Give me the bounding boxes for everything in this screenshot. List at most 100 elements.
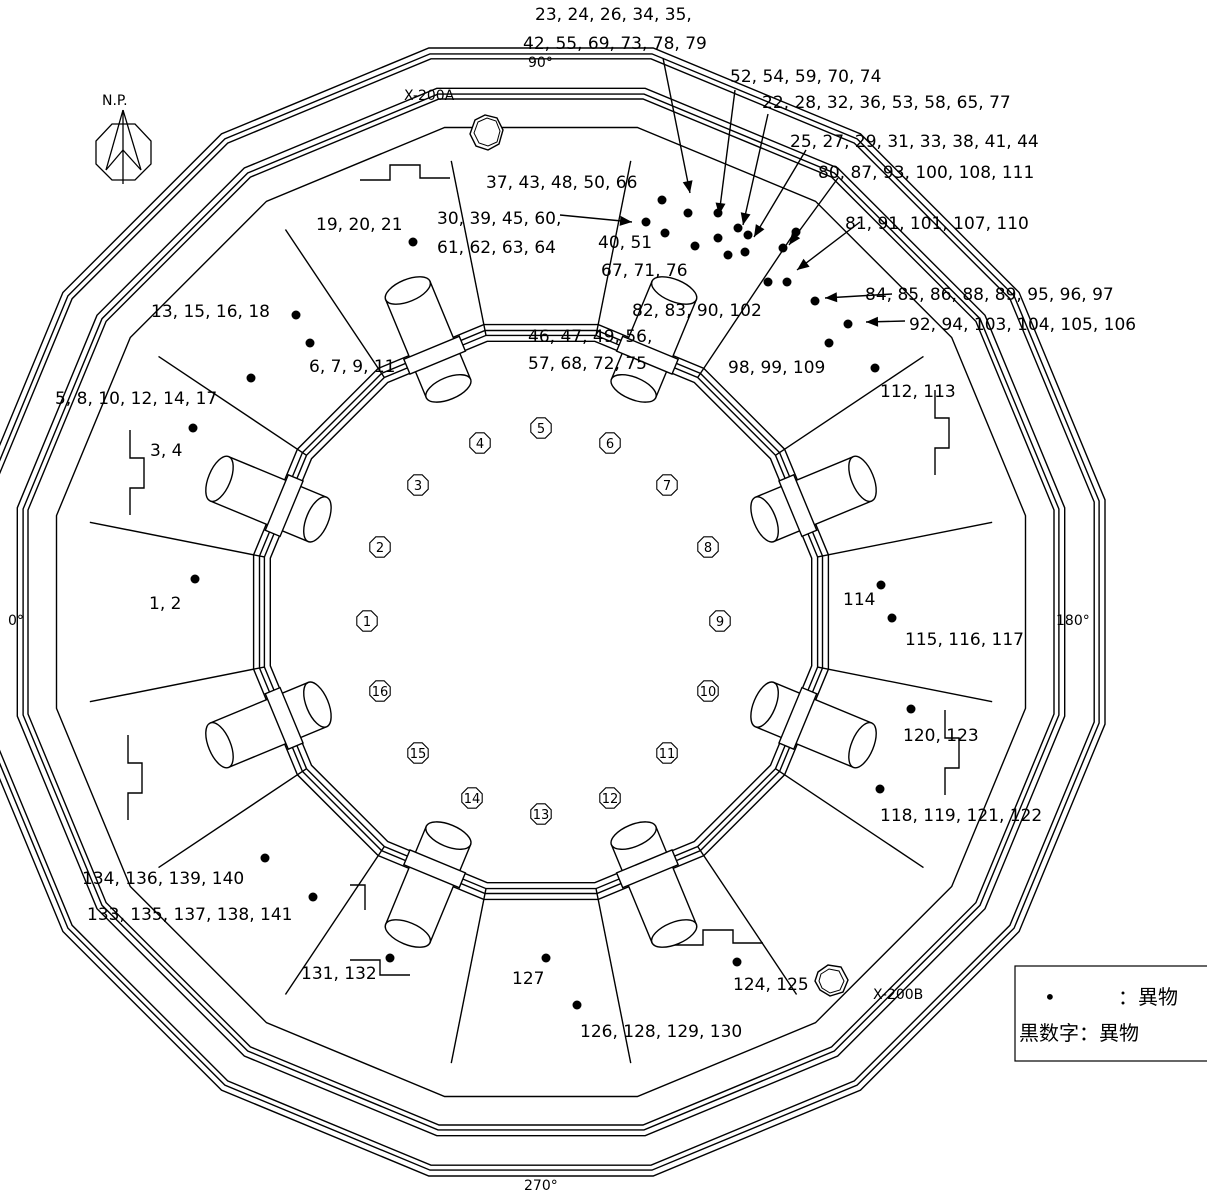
leader-arrow bbox=[796, 221, 861, 271]
sector-divider bbox=[817, 521, 993, 558]
sector-divider bbox=[89, 521, 265, 558]
sector-number: 3 bbox=[414, 479, 422, 494]
angle-180-label: 180° bbox=[1056, 613, 1090, 629]
sector-marker-2: 2 bbox=[369, 536, 391, 558]
nozzle-cylinder bbox=[610, 276, 698, 403]
legend: • ：異物 黒数字：異物 bbox=[1014, 965, 1207, 1062]
debris-dot bbox=[778, 243, 788, 253]
sector-divider bbox=[284, 229, 385, 378]
sector-marker-15: 15 bbox=[407, 742, 429, 764]
sector-divider-lines bbox=[89, 160, 993, 1064]
penetration-x200a-label: X-200A bbox=[404, 88, 455, 104]
debris-label: 46, 47, 49, 56, bbox=[528, 327, 652, 347]
nozzle-cylinder bbox=[750, 455, 877, 543]
debris-label: 5, 8, 10, 12, 14, 17 bbox=[55, 389, 217, 409]
debris-dot bbox=[683, 208, 693, 218]
sector-divider bbox=[697, 229, 798, 378]
debris-label: 37, 43, 48, 50, 66 bbox=[486, 173, 637, 193]
debris-dot bbox=[763, 277, 773, 287]
debris-dot bbox=[870, 363, 880, 373]
debris-label: 120, 123 bbox=[903, 726, 979, 746]
sector-number: 9 bbox=[716, 615, 724, 630]
legend-row-1: ：異物 bbox=[1118, 985, 1178, 1009]
angle-90-label: 90° bbox=[528, 55, 553, 71]
debris-dot bbox=[723, 250, 733, 260]
debris-dot bbox=[408, 237, 418, 247]
debris-dot bbox=[660, 228, 670, 238]
debris-dot bbox=[657, 195, 667, 205]
legend-dot-symbol: • bbox=[1044, 985, 1056, 1009]
debris-dot bbox=[740, 247, 750, 257]
debris-dot bbox=[887, 613, 897, 623]
debris-label: 81, 91, 101, 107, 110 bbox=[845, 214, 1029, 234]
sector-divider bbox=[697, 846, 798, 995]
leader-arrow bbox=[559, 214, 633, 226]
debris-label: 6, 7, 9, 11 bbox=[309, 357, 396, 377]
debris-label: 133, 135, 137, 138, 141 bbox=[87, 905, 292, 925]
sector-marker-4: 4 bbox=[469, 432, 491, 454]
debris-label: 80, 87, 93, 100, 108, 111 bbox=[818, 163, 1034, 183]
leader-arrow bbox=[753, 149, 807, 238]
debris-label: 42, 55, 69, 73, 78, 79 bbox=[523, 34, 707, 54]
sector-number: 14 bbox=[464, 792, 481, 807]
angle-270-label: 270° bbox=[524, 1178, 558, 1194]
debris-dot bbox=[385, 953, 395, 963]
debris-label: 61, 62, 63, 64 bbox=[437, 238, 556, 258]
sector-divider bbox=[89, 666, 265, 703]
debris-dot bbox=[541, 953, 551, 963]
debris-label: 40, 51 bbox=[598, 233, 652, 253]
debris-dot bbox=[246, 373, 256, 383]
sector-number: 16 bbox=[372, 685, 389, 700]
sector-divider bbox=[775, 768, 924, 869]
legend-row-2: 黒数字：異物 bbox=[1019, 1021, 1139, 1045]
penetration-x200b-icon bbox=[814, 964, 849, 997]
sector-divider bbox=[595, 888, 632, 1064]
debris-label: 124, 125 bbox=[733, 975, 809, 995]
sector-divider bbox=[158, 355, 307, 456]
sector-marker-3: 3 bbox=[407, 474, 429, 496]
sector-number: 5 bbox=[537, 422, 545, 437]
debris-dot bbox=[906, 704, 916, 714]
debris-label: 3, 4 bbox=[150, 441, 182, 461]
debris-label: 126, 128, 129, 130 bbox=[580, 1022, 742, 1042]
sector-divider bbox=[450, 160, 487, 336]
sector-divider bbox=[817, 666, 993, 703]
leader-arrow bbox=[662, 57, 693, 194]
debris-label: 30, 39, 45, 60, bbox=[437, 209, 561, 229]
sector-marker-1: 1 bbox=[356, 610, 378, 632]
nozzle-cylinder bbox=[610, 821, 698, 948]
sector-number: 10 bbox=[700, 685, 717, 700]
sector-divider bbox=[775, 355, 924, 456]
debris-dot bbox=[733, 223, 743, 233]
sector-number: 7 bbox=[663, 479, 671, 494]
debris-label: 22, 28, 32, 36, 53, 58, 65, 77 bbox=[762, 93, 1011, 113]
debris-label: 82, 83, 90, 102 bbox=[632, 301, 762, 321]
debris-label: 114 bbox=[843, 590, 875, 610]
wall-notch bbox=[350, 884, 366, 910]
debris-label: 112, 113 bbox=[880, 382, 956, 402]
wall-notches bbox=[127, 164, 960, 976]
wall-notch bbox=[350, 959, 410, 976]
leader-arrow bbox=[715, 89, 736, 216]
nozzle-cylinders bbox=[205, 276, 877, 948]
nozzle-cylinder bbox=[205, 455, 332, 543]
debris-label: 118, 119, 121, 122 bbox=[880, 806, 1042, 826]
wall-notch bbox=[934, 390, 950, 475]
leader-arrows bbox=[559, 57, 906, 327]
wall-ring bbox=[0, 47, 1106, 1177]
debris-label: 57, 68, 72, 75 bbox=[528, 354, 647, 374]
sector-divider bbox=[450, 888, 487, 1064]
wall-ring bbox=[0, 58, 1095, 1166]
sector-marker-8: 8 bbox=[697, 536, 719, 558]
leader-arrow bbox=[865, 316, 906, 327]
sector-marker-7: 7 bbox=[656, 474, 678, 496]
north-arrow-icon bbox=[95, 109, 152, 184]
debris-label: 134, 136, 139, 140 bbox=[82, 869, 244, 889]
debris-dot bbox=[572, 1000, 582, 1010]
north-label: N.P. bbox=[102, 93, 128, 109]
sector-number: 13 bbox=[533, 808, 550, 823]
debris-dot bbox=[713, 233, 723, 243]
debris-label: 23, 24, 26, 34, 35, bbox=[535, 5, 692, 25]
